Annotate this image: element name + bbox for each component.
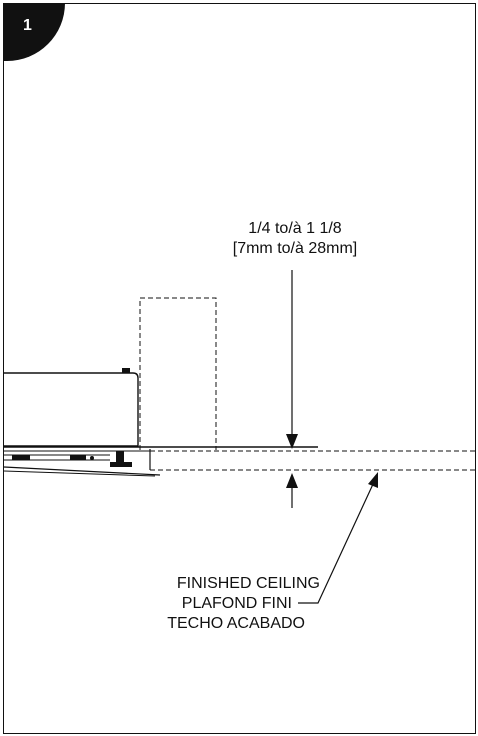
panel-frame [3, 3, 476, 734]
fixture-housing [4, 368, 139, 447]
ceiling-label-fr: PLAFOND FINI [181, 595, 292, 612]
step-number: 1 [23, 17, 32, 34]
ceiling-label: FINISHED CEILING PLAFOND FINI [80, 574, 320, 614]
dashed-trim-outline [139, 297, 217, 450]
dimension-imperial: 1/4 to/à 1 1/8 [248, 220, 342, 237]
mounting-bracket [3, 446, 318, 477]
finished-ceiling-lines [150, 450, 476, 471]
dimension-metric: [7mm to/à 28mm] [232, 240, 358, 257]
ceiling-label-es: TECHO ACABADO [80, 614, 305, 634]
ceiling-label-es-text: TECHO ACABADO [167, 615, 305, 632]
ceiling-leader [298, 472, 378, 604]
ceiling-label-en: FINISHED CEILING [176, 575, 320, 592]
dimension-arrows [286, 270, 298, 508]
dimension-label: 1/4 to/à 1 1/8 [7mm to/à 28mm] [200, 219, 390, 259]
